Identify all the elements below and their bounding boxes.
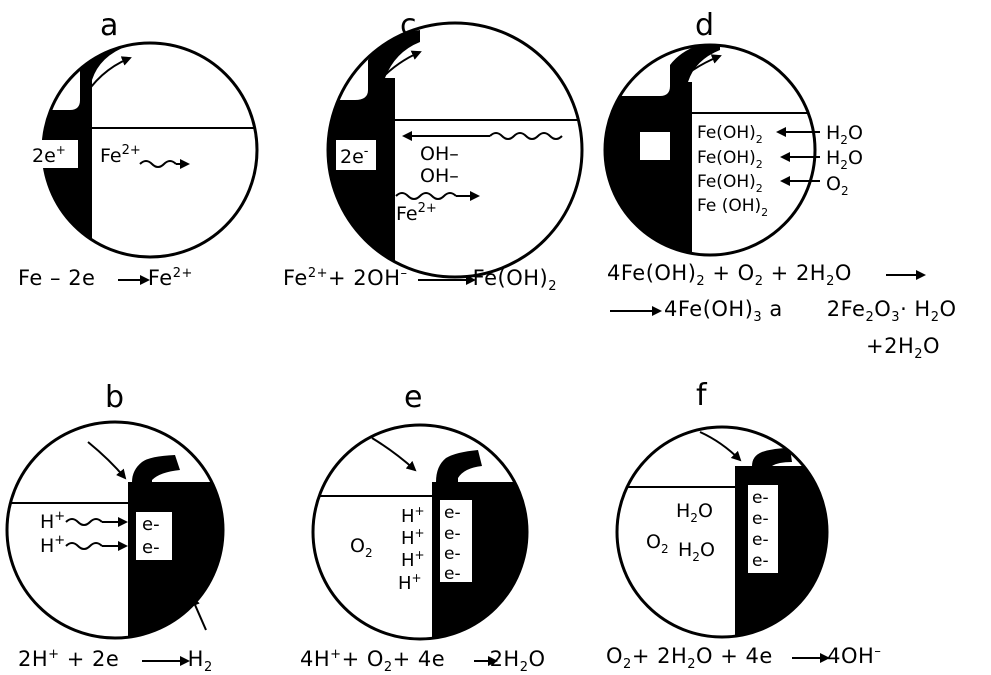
proton-label-2: H+	[40, 533, 65, 557]
flow-arrow	[87, 441, 127, 480]
equation-f: O2+ 2H2O + 4e 4OH–	[606, 644, 882, 673]
charge-label: 2e-	[340, 144, 369, 168]
equation-e: 4H++ O2+ 4e 2H2O	[300, 647, 546, 675]
circle-outline	[326, 21, 584, 279]
electron-box	[748, 485, 778, 573]
equation-b: 2H+ + 2e H2	[18, 647, 213, 675]
reactant-3: O2	[826, 173, 849, 198]
panel-d: Fe(OH)2 Fe(OH)2 Fe(OH)2 Fe (OH)2 H2O H2O…	[603, 43, 863, 257]
hydroxide-4: Fe (OH)2	[697, 196, 768, 219]
wavy-arrow-right	[395, 192, 457, 200]
proton-label-3: H+	[401, 548, 425, 571]
flow-arrow	[699, 431, 742, 462]
electron-label-1: e-	[142, 514, 160, 535]
proton-label-1: H+	[401, 504, 425, 527]
empty-box	[640, 132, 670, 160]
circle-outline	[5, 420, 225, 640]
ion-label: Fe2+	[100, 143, 141, 167]
oh-label-2: OH–	[420, 165, 459, 187]
oh-label-1: OH–	[420, 143, 459, 165]
circle-outline	[603, 43, 817, 257]
flow-arrow	[671, 54, 722, 89]
panel-b-letter: b	[105, 380, 125, 415]
electron-label-3: e-	[444, 544, 461, 564]
panel-a: 2e+ Fe2+	[28, 41, 259, 259]
electron-label-1: e-	[444, 503, 461, 523]
flow-arrow	[371, 437, 417, 472]
equation-c: Fe2++ 2OH– Fe(OH)2	[283, 266, 557, 295]
panel-c-letter: c	[400, 8, 417, 43]
electron-label-4: e-	[444, 564, 461, 584]
electron-label-3: e-	[752, 530, 769, 550]
charge-label: 2e+	[32, 143, 66, 167]
hydroxide-2: Fe(OH)2	[697, 148, 763, 171]
ion-label: Fe2+	[396, 201, 437, 225]
proton-label-1: H+	[40, 509, 65, 533]
panel-c: 2e- OH– OH– Fe2+	[326, 21, 584, 279]
circle-outline	[615, 425, 829, 639]
equation-a: Fe – 2e Fe2+	[18, 266, 193, 290]
wavy-arrow-left	[489, 132, 563, 140]
bubble-arrow	[190, 596, 207, 631]
panel-a-letter: a	[100, 8, 119, 43]
flow-arrow	[369, 50, 422, 93]
panel-e: e- e- e- e- H+ H+ H+ H+ O2	[311, 423, 529, 641]
circle-outline	[311, 423, 529, 641]
panel-f: e- e- e- e- H2O O2 H2O	[615, 425, 829, 639]
flow-arrow	[81, 56, 132, 101]
panel-f-letter: f	[696, 378, 707, 413]
water-label-2: H2O	[678, 539, 715, 564]
charge-box	[336, 140, 376, 170]
reactant-2: H2O	[826, 147, 863, 172]
water-label-1: H2O	[676, 500, 713, 525]
proton-label-4: H+	[398, 571, 422, 594]
electron-label-2: e-	[752, 509, 769, 529]
panel-b: e- e- H+ H+	[5, 420, 225, 640]
equation-arrows	[118, 270, 926, 666]
wavy-arrow	[139, 160, 177, 168]
reactant-1: H2O	[826, 122, 863, 147]
hydroxide-1: Fe(OH)2	[697, 123, 763, 146]
oxygen-label: O2	[646, 531, 669, 556]
equation-d-line3: +2H2O	[866, 334, 941, 363]
equation-d-line1: 4Fe(OH)2 + O2 + 2H2O	[607, 261, 852, 290]
electron-box	[440, 500, 472, 582]
electron-box	[136, 512, 172, 560]
proton-label-2: H+	[401, 526, 425, 549]
electron-label-2: e-	[142, 537, 160, 558]
panel-d-letter: d	[695, 8, 715, 43]
oxygen-label: O2	[350, 535, 373, 560]
hydroxide-3: Fe(OH)2	[697, 172, 763, 195]
electron-label-1: e-	[752, 488, 769, 508]
electron-label-2: e-	[444, 524, 461, 544]
charge-box	[28, 140, 78, 168]
electron-label-4: e-	[752, 551, 769, 571]
panel-e-letter: e	[404, 380, 423, 415]
